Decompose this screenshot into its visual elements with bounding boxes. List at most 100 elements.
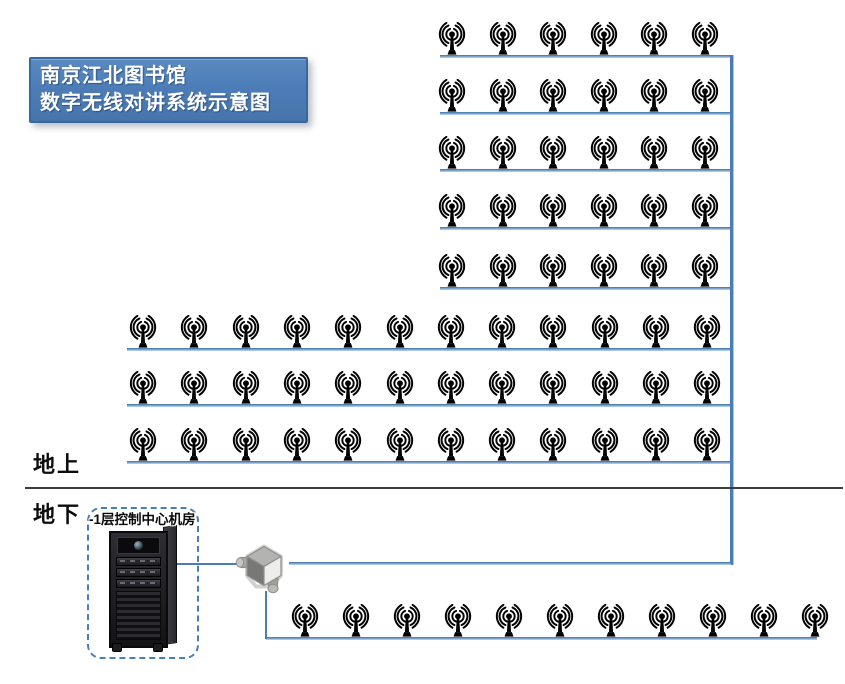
wireless-antenna-icon — [686, 136, 724, 170]
wireless-antenna-icon — [534, 136, 572, 170]
wireless-antenna-icon — [635, 22, 673, 56]
ground-divider-line — [25, 487, 843, 489]
rack-unit — [116, 579, 161, 588]
wireless-antenna-icon — [637, 428, 675, 462]
rack-dial-icon — [134, 541, 143, 550]
wireless-antenna-icon — [432, 315, 470, 349]
wireless-antenna-icon — [483, 371, 521, 405]
wireless-antenna-icon — [637, 315, 675, 349]
wireless-antenna-icon — [432, 428, 470, 462]
wireless-antenna-icon — [745, 604, 783, 638]
switch-to-riser-line — [289, 562, 731, 565]
wireless-antenna-icon — [278, 315, 316, 349]
floor-feeder-line — [440, 227, 733, 230]
diagram-title-box: 南京江北图书馆 数字无线对讲系统示意图 — [29, 57, 308, 123]
wireless-antenna-icon — [175, 371, 213, 405]
wireless-antenna-icon — [124, 428, 162, 462]
wireless-antenna-icon — [381, 428, 419, 462]
wireless-antenna-icon — [278, 371, 316, 405]
wireless-antenna-icon — [484, 22, 522, 56]
floor-feeder-line — [127, 461, 733, 464]
floor-feeder-line — [440, 287, 733, 290]
wireless-antenna-icon — [637, 371, 675, 405]
wireless-antenna-icon — [694, 604, 732, 638]
wireless-antenna-icon — [796, 604, 834, 638]
wireless-antenna-icon — [541, 604, 579, 638]
wireless-antenna-icon — [586, 428, 624, 462]
wireless-antenna-icon — [586, 371, 624, 405]
wireless-antenna-icon — [388, 604, 426, 638]
wireless-antenna-icon — [585, 22, 623, 56]
rack-to-switch-line — [160, 563, 240, 565]
floor-feeder-line — [440, 112, 733, 115]
network-switch-icon — [235, 544, 283, 594]
wireless-antenna-icon — [586, 315, 624, 349]
wireless-antenna-icon — [439, 604, 477, 638]
wireless-antenna-icon — [433, 79, 471, 113]
wireless-antenna-icon — [534, 79, 572, 113]
floor-feeder-line — [127, 348, 733, 351]
floor-feeder-line — [440, 169, 733, 172]
wireless-antenna-icon — [635, 254, 673, 288]
floor-feeder-line — [440, 55, 733, 58]
wireless-antenna-icon — [635, 194, 673, 228]
wireless-antenna-icon — [534, 22, 572, 56]
wireless-antenna-icon — [688, 315, 726, 349]
wireless-antenna-icon — [484, 79, 522, 113]
wireless-antenna-icon — [688, 428, 726, 462]
wireless-antenna-icon — [329, 371, 367, 405]
wireless-antenna-icon — [643, 604, 681, 638]
wireless-antenna-icon — [635, 136, 673, 170]
wireless-antenna-icon — [483, 315, 521, 349]
wireless-antenna-icon — [433, 22, 471, 56]
wireless-antenna-icon — [381, 371, 419, 405]
wireless-antenna-icon — [432, 371, 470, 405]
wireless-antenna-icon — [484, 254, 522, 288]
wireless-antenna-icon — [635, 79, 673, 113]
wireless-antenna-icon — [484, 136, 522, 170]
wireless-antenna-icon — [329, 428, 367, 462]
wireless-antenna-icon — [175, 428, 213, 462]
backbone-riser-line — [730, 55, 733, 565]
rack-top-unit — [117, 537, 160, 554]
below-ground-label: 地下 — [33, 502, 82, 527]
wireless-antenna-icon — [124, 371, 162, 405]
switch-to-basement-line — [265, 591, 267, 639]
above-ground-label: 地上 — [33, 452, 82, 477]
wireless-antenna-icon — [484, 194, 522, 228]
wireless-antenna-icon — [686, 22, 724, 56]
wireless-antenna-icon — [585, 79, 623, 113]
wireless-antenna-icon — [227, 371, 265, 405]
wireless-antenna-icon — [534, 371, 572, 405]
control-room-dashed-box — [87, 507, 199, 659]
wireless-antenna-icon — [534, 428, 572, 462]
wireless-antenna-icon — [686, 194, 724, 228]
wireless-antenna-icon — [278, 428, 316, 462]
wireless-antenna-icon — [433, 194, 471, 228]
wireless-antenna-icon — [175, 315, 213, 349]
title-line1: 南京江北图书馆 — [40, 65, 187, 87]
title-line2: 数字无线对讲系统示意图 — [40, 92, 271, 114]
wireless-antenna-icon — [585, 136, 623, 170]
rack-front-panel — [109, 531, 168, 648]
floor-feeder-line — [266, 637, 817, 640]
rack-blank-panels — [116, 591, 161, 640]
rack-unit — [116, 568, 161, 577]
wireless-antenna-icon — [686, 79, 724, 113]
wireless-antenna-icon — [585, 194, 623, 228]
wireless-antenna-icon — [381, 315, 419, 349]
wireless-antenna-icon — [534, 315, 572, 349]
wireless-antenna-icon — [688, 371, 726, 405]
wireless-antenna-icon — [329, 315, 367, 349]
wireless-antenna-icon — [433, 254, 471, 288]
wireless-antenna-icon — [124, 315, 162, 349]
wireless-antenna-icon — [686, 254, 724, 288]
wireless-antenna-icon — [286, 604, 324, 638]
wireless-antenna-icon — [337, 604, 375, 638]
wireless-antenna-icon — [534, 254, 572, 288]
wireless-antenna-icon — [490, 604, 528, 638]
wireless-antenna-icon — [433, 136, 471, 170]
wireless-antenna-icon — [227, 315, 265, 349]
floor-feeder-line — [127, 404, 733, 407]
